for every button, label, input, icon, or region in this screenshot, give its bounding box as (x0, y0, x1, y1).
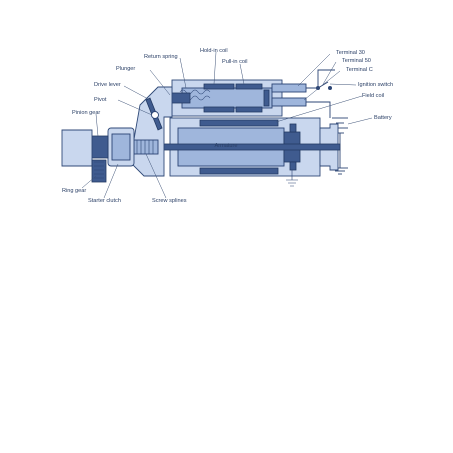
field-coil (199, 119, 279, 175)
label-drive-lever: Drive lever (94, 82, 121, 88)
label-plunger: Plunger (116, 66, 135, 72)
labels: Return spring Hold-in coil Pull-in coil … (62, 48, 393, 204)
label-screw-splines: Screw splines (152, 198, 187, 204)
pivot (151, 111, 159, 119)
ignition-switch (316, 81, 332, 90)
label-starter-clutch: Starter clutch (88, 198, 121, 204)
contact-disc (263, 89, 270, 107)
pull-in-coil (235, 83, 263, 113)
solenoid-inner (181, 87, 273, 109)
label-terminal-30: Terminal 30 (336, 50, 365, 56)
ring-gear (91, 159, 107, 183)
brush-bottom (289, 161, 297, 171)
label-terminal-c: Terminal C (346, 67, 373, 73)
label-return-spring: Return spring (144, 54, 178, 60)
nose-bracket (61, 129, 93, 167)
screw-splines (133, 139, 159, 155)
leader-lines (81, 51, 373, 199)
label-pinion-gear: Pinion gear (72, 110, 100, 116)
terminal-c-post (271, 97, 307, 107)
hold-in-coil (203, 83, 235, 113)
label-pull-in-coil: Pull-in coil (222, 59, 248, 65)
motor-body (119, 117, 341, 187)
pinion-gear (91, 135, 109, 159)
label-terminal-50: Terminal 50 (342, 58, 371, 64)
label-field-coil: Field coil (362, 93, 384, 99)
label-battery: Battery (374, 115, 392, 121)
drive-end (61, 86, 173, 183)
electrical-circuit (271, 69, 348, 175)
solenoid-assembly (167, 79, 283, 117)
label-ring-gear: Ring gear (62, 188, 86, 194)
label-armature: Armature (214, 143, 237, 149)
label-hold-in-coil: Hold-in coil (200, 48, 228, 54)
label-pivot: Pivot (94, 97, 107, 103)
label-ignition-switch: Ignition switch (358, 82, 393, 88)
terminal-30-post (271, 83, 307, 93)
brush-top (289, 123, 297, 133)
